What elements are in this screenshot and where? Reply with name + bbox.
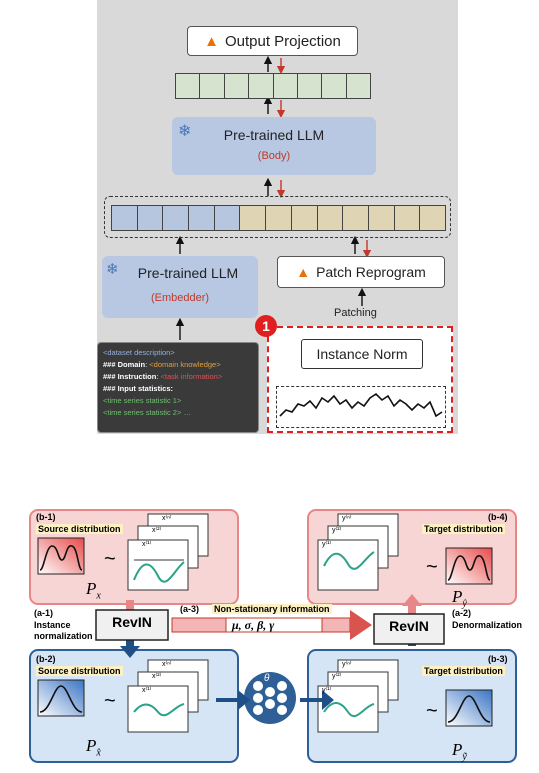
revin-right-label: RevIN <box>389 618 429 634</box>
b3-tag: (b-3) <box>488 654 508 664</box>
b1-tilde: ~ <box>104 548 116 570</box>
output-token-row <box>175 73 371 99</box>
a1-label-1: Instance <box>34 620 71 630</box>
b4-card-label-1: y⁽¹⁾ <box>322 541 332 548</box>
b4-card-label-2: y⁽²⁾ <box>332 527 342 534</box>
fire-icon: ▲ <box>296 264 311 280</box>
llm-body-box: ❄ Pre-trained LLM (Body) <box>172 117 376 175</box>
b3-label: Target distribution <box>422 666 505 676</box>
b1-card-label-2: x⁽²⁾ <box>152 527 162 534</box>
instance-norm-label: Instance Norm <box>316 346 408 362</box>
b2-tilde: ~ <box>104 690 116 712</box>
b2-dist: Px̂ <box>86 736 101 759</box>
llm-body-title: Pre-trained LLM <box>223 127 325 143</box>
revin-left-box <box>95 609 169 641</box>
a2-tag: (a-2) <box>452 608 472 618</box>
bottom-figure <box>29 509 517 763</box>
input-time-series <box>279 392 443 418</box>
input-series-box <box>276 386 446 428</box>
b2-card-label-2: x⁽²⁾ <box>152 673 162 680</box>
b4-label: Target distribution <box>422 524 505 534</box>
combined-token-group <box>104 196 451 238</box>
llm-embedder-title: Pre-trained LLM <box>137 265 239 281</box>
b2-card-label-n: x⁽ⁿ⁾ <box>162 661 172 668</box>
step-badge: 1 <box>255 315 277 337</box>
combined-token-row <box>111 205 446 231</box>
instance-norm-box: Instance Norm <box>301 339 423 369</box>
patching-label: Patching <box>334 307 377 319</box>
output-projection-label: Output Projection <box>224 32 341 50</box>
b1-label: Source distribution <box>36 524 123 534</box>
llm-body-sub: (Body) <box>257 150 291 162</box>
patch-reprogram-label: Patch Reprogram <box>316 264 426 280</box>
theta-label: θ <box>264 673 270 684</box>
llm-embedder-box: ❄ Pre-trained LLM (Embedder) <box>102 256 258 318</box>
b3-card-label-1: y⁽¹⁾ <box>322 687 332 694</box>
b2-card-label-1: x⁽¹⁾ <box>142 687 152 694</box>
patch-reprogram-box: ▲ Patch Reprogram <box>277 256 445 288</box>
a3-params: μ, σ, β, γ <box>232 618 275 632</box>
prompt-line-stats: ### Input statistics: <box>103 384 174 393</box>
a1-label-2: normalization <box>34 631 93 641</box>
b1-card-label-n: x⁽ⁿ⁾ <box>162 515 172 522</box>
llm-embedder-sub: (Embedder) <box>150 292 210 304</box>
b1-dist: Px <box>86 579 101 602</box>
prompt-line-dataset: <dataset description> <box>103 348 175 357</box>
a2-label: Denormalization <box>452 620 523 630</box>
b2-tag: (b-2) <box>36 654 56 664</box>
snowflake-icon: ❄ <box>178 123 192 140</box>
b1-tag: (b-1) <box>36 512 56 522</box>
a1-tag: (a-1) <box>34 608 54 618</box>
snowflake-icon: ❄ <box>106 261 119 278</box>
revin-left-label: RevIN <box>112 614 152 630</box>
b4-card-label-n: y⁽ⁿ⁾ <box>342 515 352 522</box>
b1-card-label-1: x⁽¹⁾ <box>142 541 152 548</box>
a3-label: Non-stationary information <box>212 604 332 614</box>
b4-dist: Pŷ <box>452 587 467 610</box>
a3-tag: (a-3) <box>180 604 200 614</box>
b3-card-label-n: y⁽ⁿ⁾ <box>342 661 352 668</box>
network-icon <box>244 672 296 724</box>
prompt-box: <dataset description> ### Domain: <domai… <box>97 342 259 433</box>
revin-right-box <box>373 613 445 645</box>
b2-label: Source distribution <box>36 666 123 676</box>
fire-icon: ▲ <box>204 32 219 50</box>
prompt-line-stat1: <time series statistic 1> <box>103 396 182 405</box>
b3-tilde: ~ <box>426 700 438 722</box>
prompt-line-instruction: ### Instruction: <task information> <box>103 372 223 381</box>
b3-card-label-2: y⁽²⁾ <box>332 673 342 680</box>
b3-dist: Pỹ <box>452 740 467 763</box>
output-projection-box: ▲ Output Projection <box>187 26 358 56</box>
prompt-line-stat2: <time series statistic 2> … <box>103 408 191 417</box>
prompt-line-domain: ### Domain: <domain knowledge> <box>103 360 221 369</box>
b4-tag: (b-4) <box>488 512 508 522</box>
b4-tilde: ~ <box>426 556 438 578</box>
